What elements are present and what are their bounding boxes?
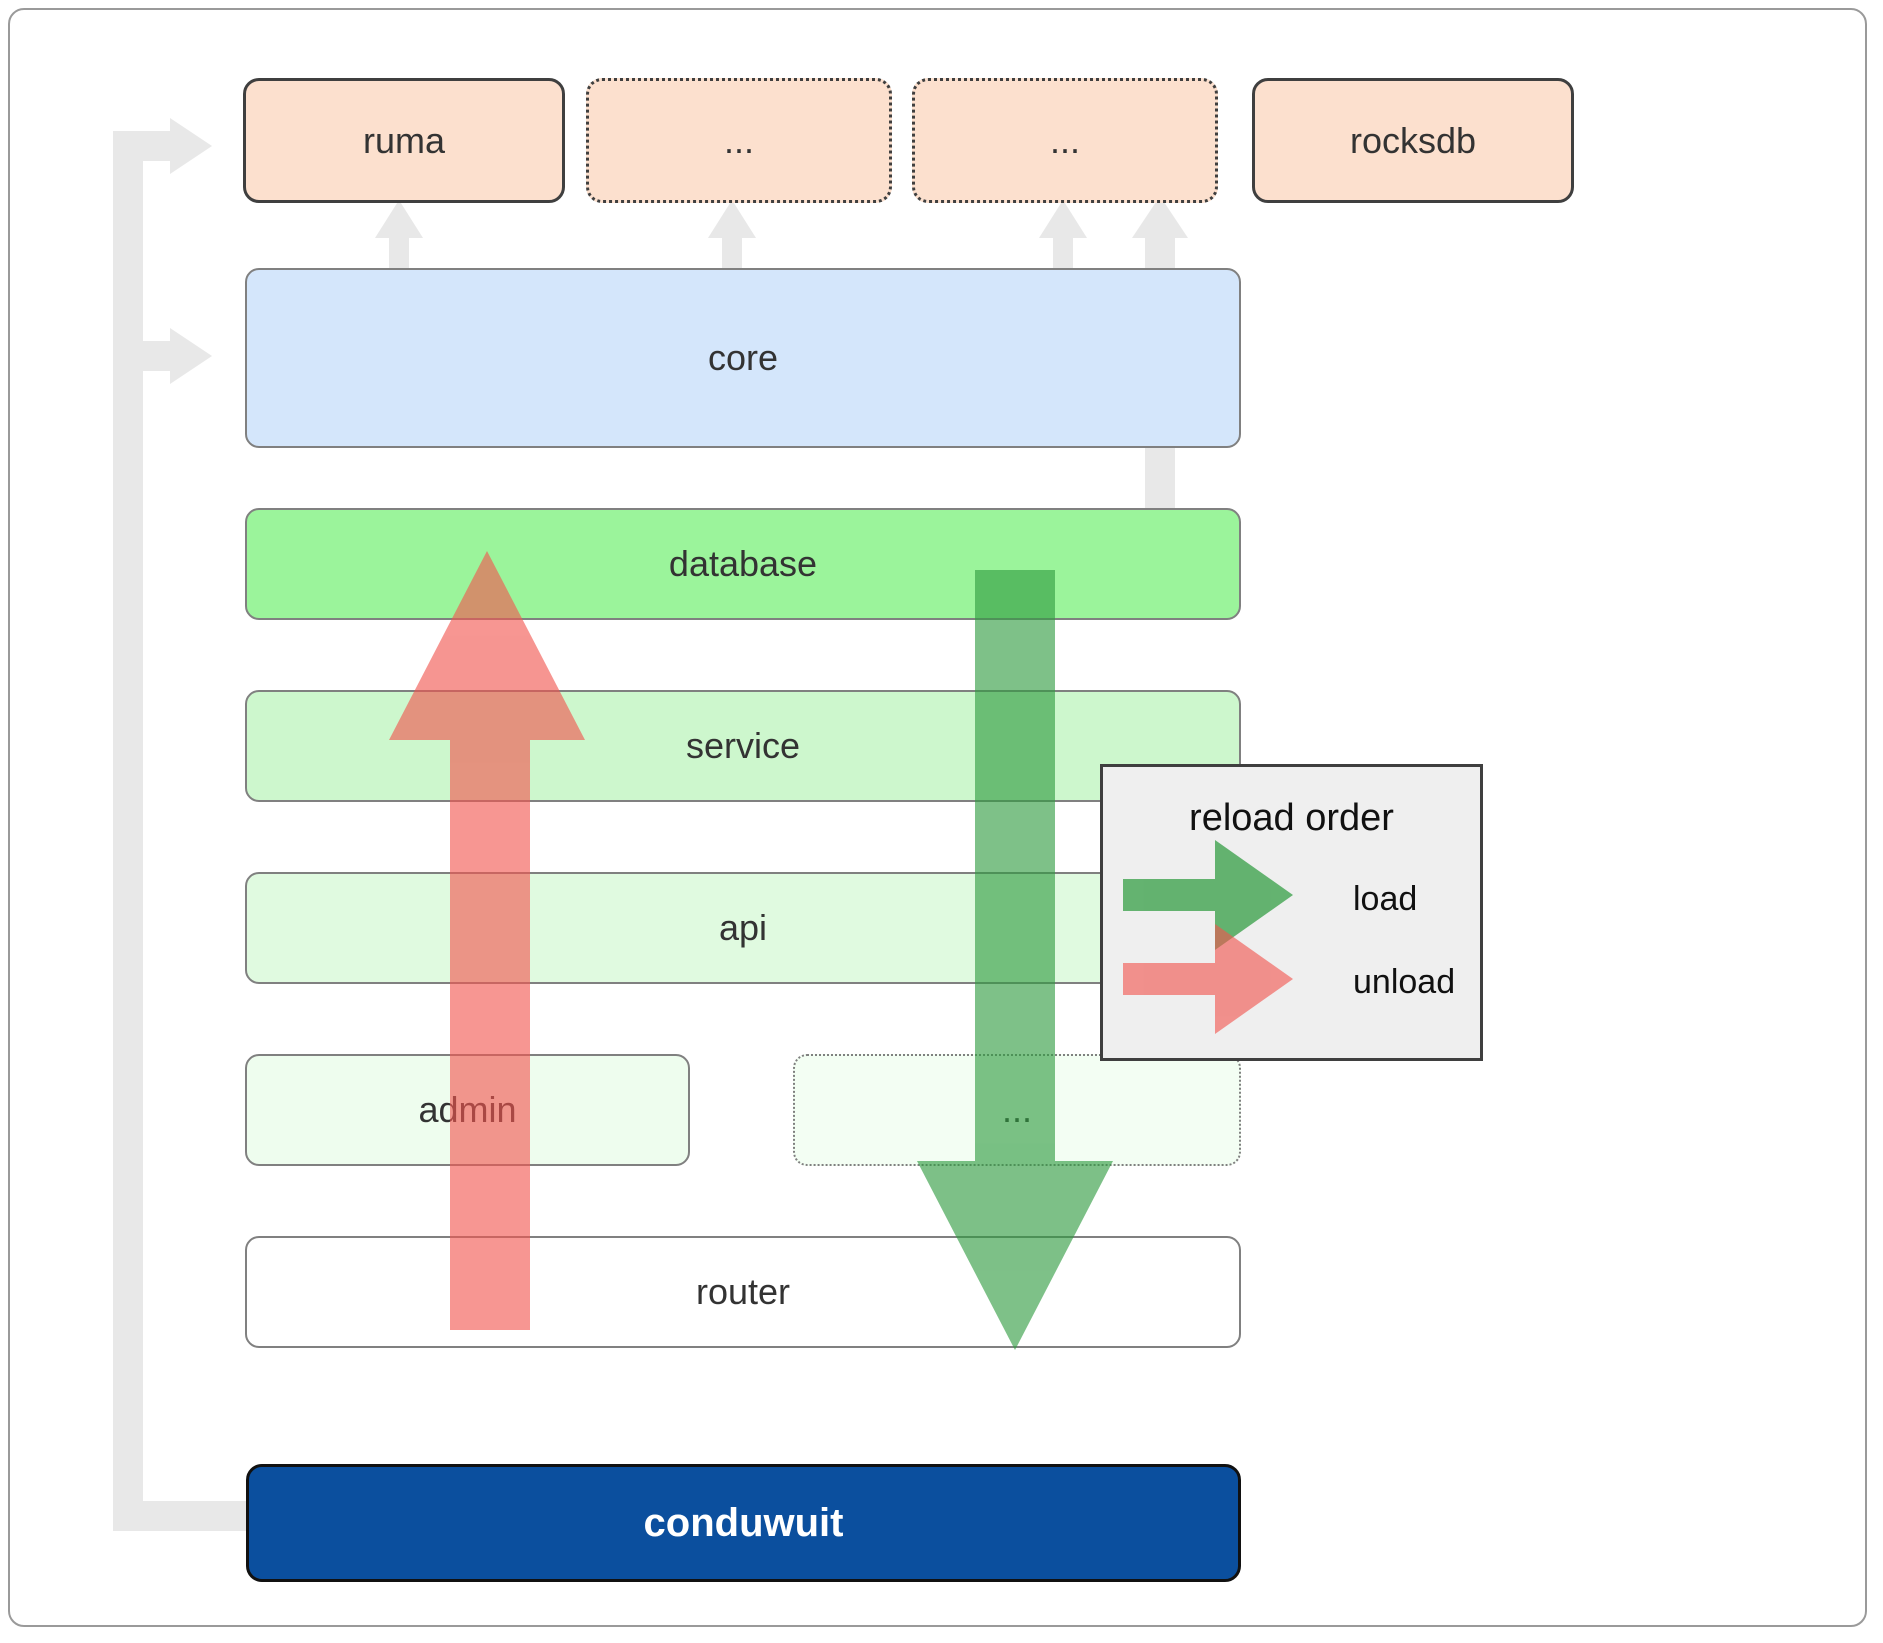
layer-label: ... xyxy=(1001,1089,1032,1130)
layer-box-router[interactable]: router xyxy=(245,1236,1241,1348)
dependency-box-ellipsis-2[interactable]: ... xyxy=(912,78,1218,203)
legend-panel: reload order load unload xyxy=(1100,764,1483,1061)
legend-arrow-svg xyxy=(1123,840,1293,1034)
layer-box-service[interactable]: service xyxy=(245,690,1241,802)
layer-box-ellipsis[interactable]: ... xyxy=(793,1054,1241,1166)
binary-label: conduwuit xyxy=(643,1500,844,1545)
layer-label: admin xyxy=(418,1089,517,1130)
legend-title: reload order xyxy=(1189,797,1394,839)
dependency-label: ruma xyxy=(362,119,446,161)
dependency-label: rocksdb xyxy=(1349,119,1477,161)
layer-label: service xyxy=(685,725,801,766)
diagram-frame xyxy=(8,8,1867,1627)
layer-box-database[interactable]: database xyxy=(245,508,1241,620)
binary-box-conduwuit[interactable]: conduwuit xyxy=(246,1464,1241,1582)
layer-label: database xyxy=(668,543,818,584)
layer-label: api xyxy=(718,907,768,948)
layer-box-core[interactable]: core xyxy=(245,268,1241,448)
layer-label: core xyxy=(707,337,779,378)
legend-load-arrow xyxy=(1123,840,1293,950)
dependency-label: ... xyxy=(723,119,754,161)
layer-box-api[interactable]: api xyxy=(245,872,1241,984)
dependency-box-ruma[interactable]: ruma xyxy=(243,78,565,203)
legend-unload-arrow xyxy=(1123,924,1293,1034)
legend-label-load: load xyxy=(1353,880,1418,918)
dependency-box-rocksdb[interactable]: rocksdb xyxy=(1252,78,1574,203)
layer-box-admin[interactable]: admin xyxy=(245,1054,690,1166)
dependency-box-ellipsis-1[interactable]: ... xyxy=(586,78,892,203)
legend-label-unload: unload xyxy=(1353,963,1456,1001)
layer-label: router xyxy=(695,1271,791,1312)
dependency-label: ... xyxy=(1049,119,1080,161)
